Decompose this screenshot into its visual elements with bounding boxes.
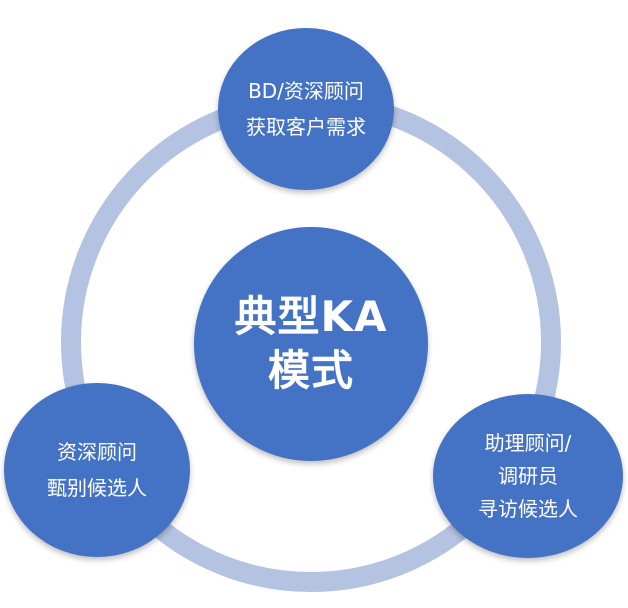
right-node-line1: 助理顾问/ — [484, 430, 572, 455]
right-node-line3: 寻访候选人 — [478, 496, 578, 521]
right-node-line2: 调研员 — [498, 463, 558, 488]
center-node-line1: 典型KA — [234, 292, 388, 341]
center-node-circle: 典型KA 模式 — [194, 227, 428, 461]
top-node-line2: 获取客户需求 — [246, 115, 366, 139]
center-node-line2: 模式 — [267, 346, 354, 395]
left-node-circle: 资深顾问 甄别候选人 — [4, 383, 190, 557]
top-node-line1: BD/资深顾问 — [248, 79, 364, 103]
left-node-line1: 资深顾问 — [57, 440, 137, 464]
top-node-circle: BD/资深顾问 获取客户需求 — [218, 28, 394, 190]
left-node-line2: 甄别候选人 — [47, 476, 147, 500]
right-node-circle: 助理顾问/ 调研员 寻访候选人 — [433, 394, 623, 558]
